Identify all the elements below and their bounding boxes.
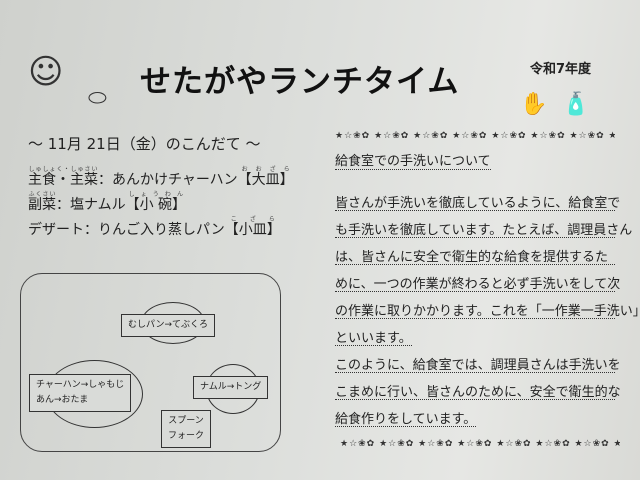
page-title: せたがやランチタイム xyxy=(140,64,460,100)
school-year: 令和7年度 xyxy=(530,62,592,77)
menu-item-dessert: デザート：りんご入り蒸しパン【小皿】こざら xyxy=(28,216,281,238)
soap-icon: 🧴 xyxy=(562,92,590,117)
article-heading: 給食室での手洗いについて xyxy=(335,150,491,170)
article-line: も手洗いを徹底しています。たとえば、調理員さん xyxy=(335,219,632,238)
article-line: こまめに行い、皆さんのために、安全で衛生的な xyxy=(335,381,621,400)
article-body: 皆さんが手洗いを徹底しているように、給食室で も手洗いを徹底しています。たとえば… xyxy=(335,192,640,427)
article-line: 皆さんが手洗いを徹底しているように、給食室で xyxy=(335,192,620,211)
chef-icon: ☺ xyxy=(28,52,64,92)
bread-label: むしパン→てぶくろ xyxy=(121,314,215,337)
article-line: めに、一つの作業が終わると必ず手洗いをして次 xyxy=(335,273,620,292)
hand-wash-icon: ✋ xyxy=(520,92,548,117)
menu-date: ～ 11月 21日（金）のこんだて ～ xyxy=(28,135,261,153)
menu-item-main: 主食・主菜しゅしょく・しゅさい：あんかけチャーハン【大皿】おおざら xyxy=(28,166,294,188)
tray-diagram: むしパン→てぶくろ チャーハン→しゃもじあん→おたま ナムル→トング スプーンフ… xyxy=(20,273,281,452)
namul-label: ナムル→トング xyxy=(193,376,269,399)
article-line: といいます。 xyxy=(335,327,412,346)
menu-item-side: 副菜ふくさい：塩ナムル【小 碗】しょうわん xyxy=(28,191,187,213)
article: ★☆❀✿ ★☆❀✿ ★☆❀✿ ★☆❀✿ ★☆❀✿ ★☆❀✿ ★☆❀✿ ★☆❀✿ … xyxy=(335,130,640,435)
rice-label: チャーハン→しゃもじあん→おたま xyxy=(29,374,132,412)
article-line: は、皆さんに安全で衛生的な給食を提供するた xyxy=(335,246,615,265)
decorative-border-top: ★☆❀✿ ★☆❀✿ ★☆❀✿ ★☆❀✿ ★☆❀✿ ★☆❀✿ ★☆❀✿ ★☆❀✿ xyxy=(335,131,615,141)
article-line: このように、給食室では、調理員さんは手洗いを xyxy=(335,354,621,373)
article-line: 給食作りをしています。 xyxy=(335,408,477,427)
mask-icon: ⬭ xyxy=(88,86,107,111)
article-line: の作業に取りかかります。これを「一作業一手洗い」 xyxy=(335,300,640,319)
decorative-border-bottom: ★☆❀✿ ★☆❀✿ ★☆❀✿ ★☆❀✿ ★☆❀✿ ★☆❀✿ ★☆❀✿ ★☆❀✿ xyxy=(340,439,620,449)
cutlery-label: スプーンフォーク xyxy=(161,410,212,448)
